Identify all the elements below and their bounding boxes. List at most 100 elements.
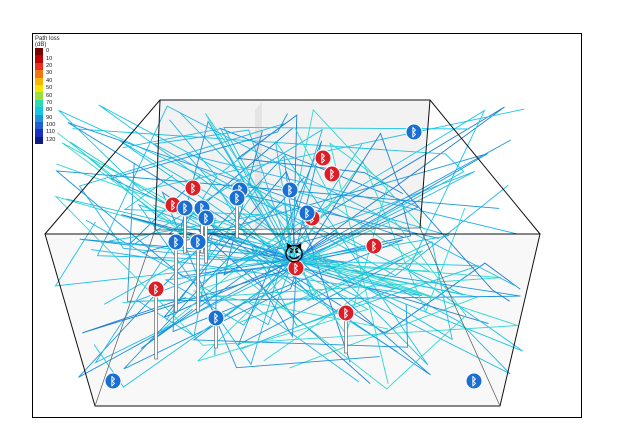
ray-path — [241, 265, 397, 350]
ray-path — [67, 122, 404, 263]
ray-path — [82, 265, 300, 334]
svg-text:ᛒ: ᛒ — [199, 202, 206, 215]
compromised-bluetooth-icon[interactable]: ᛒ — [337, 304, 355, 322]
ray-path — [142, 153, 488, 260]
device-markers: ᛒᛒᛒᛒᛒᛒᛒᛒᛒᛒᛒᛒᛒᛒᛒᛒᛒᛒᛒᛒᛒᛒ😈 — [104, 123, 483, 390]
legend-item: 120 — [35, 136, 75, 145]
ray-path — [98, 104, 367, 261]
ray-path — [178, 111, 429, 366]
legend-swatch — [35, 92, 43, 100]
room-outline — [44, 99, 541, 407]
legend-swatch — [35, 129, 43, 137]
legend-item: 90 — [35, 114, 75, 122]
bluetooth-icon[interactable]: ᛒ — [189, 233, 207, 251]
ray-path — [122, 128, 296, 266]
legend-item: 50 — [35, 84, 75, 93]
legend-swatch — [35, 136, 43, 145]
legend-label: 20 — [46, 62, 53, 69]
bluetooth-icon[interactable]: ᛒ — [405, 123, 423, 141]
ray-path — [223, 126, 470, 264]
bluetooth-icon[interactable]: ᛒ — [465, 372, 483, 390]
svg-text:ᛒ: ᛒ — [329, 168, 336, 181]
legend-label: 70 — [46, 99, 53, 106]
ray-path — [172, 239, 403, 333]
legend-label: 120 — [46, 136, 56, 143]
legend-item: 110 — [35, 129, 75, 137]
legend-item: 60 — [35, 92, 75, 100]
ray-path — [58, 108, 525, 296]
legend-swatch — [35, 48, 43, 56]
device-pole — [154, 288, 158, 360]
legend-item: 10 — [35, 55, 75, 63]
ray-path — [103, 202, 292, 305]
legend-item: 80 — [35, 107, 75, 115]
legend-label: 60 — [46, 92, 53, 99]
bluetooth-icon[interactable]: ᛒ — [207, 309, 225, 327]
legend-swatch — [35, 107, 43, 115]
ray-path — [236, 114, 404, 259]
compromised-bluetooth-icon[interactable]: ᛒ — [287, 259, 305, 277]
compromised-bluetooth-icon[interactable]: ᛒ — [365, 237, 383, 255]
svg-text:ᛒ: ᛒ — [182, 202, 189, 215]
svg-text:ᛒ: ᛒ — [173, 236, 180, 249]
bluetooth-icon[interactable]: ᛒ — [197, 209, 215, 227]
legend-title: Path loss (dB) — [35, 36, 60, 48]
ray-path — [94, 119, 295, 364]
ray-path — [297, 132, 510, 302]
compromised-bluetooth-icon[interactable]: ᛒ — [147, 280, 165, 298]
legend-item: 100 — [35, 121, 75, 130]
legend-label: 90 — [46, 114, 53, 121]
svg-text:ᛒ: ᛒ — [293, 262, 300, 275]
svg-text:ᛒ: ᛒ — [371, 240, 378, 253]
ray-path — [123, 176, 306, 370]
legend-item: 30 — [35, 70, 75, 78]
ray-path — [55, 170, 500, 277]
legend-swatch — [35, 114, 43, 122]
ray-path — [93, 264, 297, 388]
bluetooth-icon[interactable]: ᛒ — [176, 199, 194, 217]
svg-text:ᛒ: ᛒ — [170, 199, 177, 212]
legend-item: 70 — [35, 99, 75, 108]
legend-swatch — [35, 70, 43, 78]
ray-path — [86, 219, 293, 326]
ray-path — [192, 264, 409, 348]
bluetooth-icon[interactable]: ᛒ — [298, 204, 316, 222]
ray-path — [131, 128, 323, 366]
compromised-bluetooth-icon[interactable]: ᛒ — [314, 149, 332, 167]
ray-path — [126, 162, 521, 302]
svg-text:ᛒ: ᛒ — [287, 184, 294, 197]
compromised-bluetooth-icon[interactable]: ᛒ — [184, 179, 202, 197]
svg-text:ᛒ: ᛒ — [110, 375, 117, 388]
ray-path — [140, 259, 298, 349]
legend-swatch — [35, 121, 43, 130]
ray-path — [219, 189, 479, 327]
svg-text:ᛒ: ᛒ — [234, 192, 241, 205]
ray-path — [90, 249, 423, 297]
svg-text:ᛒ: ᛒ — [203, 212, 210, 225]
device-pole — [196, 241, 200, 313]
bluetooth-icon[interactable]: ᛒ — [228, 189, 246, 207]
legend-label: 100 — [46, 122, 56, 129]
svg-text:ᛒ: ᛒ — [304, 207, 311, 220]
legend-item: 0 — [35, 48, 75, 56]
svg-text:ᛒ: ᛒ — [153, 283, 160, 296]
ray-path — [163, 170, 351, 363]
svg-text:ᛒ: ᛒ — [343, 307, 350, 320]
ray-paths — [54, 104, 525, 390]
bluetooth-icon[interactable]: ᛒ — [281, 181, 299, 199]
legend-item: 40 — [35, 77, 75, 85]
devil-emoji-icon[interactable]: 😈 — [284, 242, 305, 266]
legend-swatch — [35, 84, 43, 93]
compromised-bluetooth-icon[interactable]: ᛒ — [323, 165, 341, 183]
legend-swatch — [35, 99, 43, 108]
svg-text:ᛒ: ᛒ — [190, 182, 197, 195]
ray-path — [121, 214, 489, 325]
ray-path — [54, 195, 518, 346]
bluetooth-icon[interactable]: ᛒ — [104, 372, 122, 390]
legend-item: 20 — [35, 62, 75, 71]
device-pole — [174, 241, 178, 313]
bluetooth-icon[interactable]: ᛒ — [167, 233, 185, 251]
legend-swatch — [35, 62, 43, 71]
